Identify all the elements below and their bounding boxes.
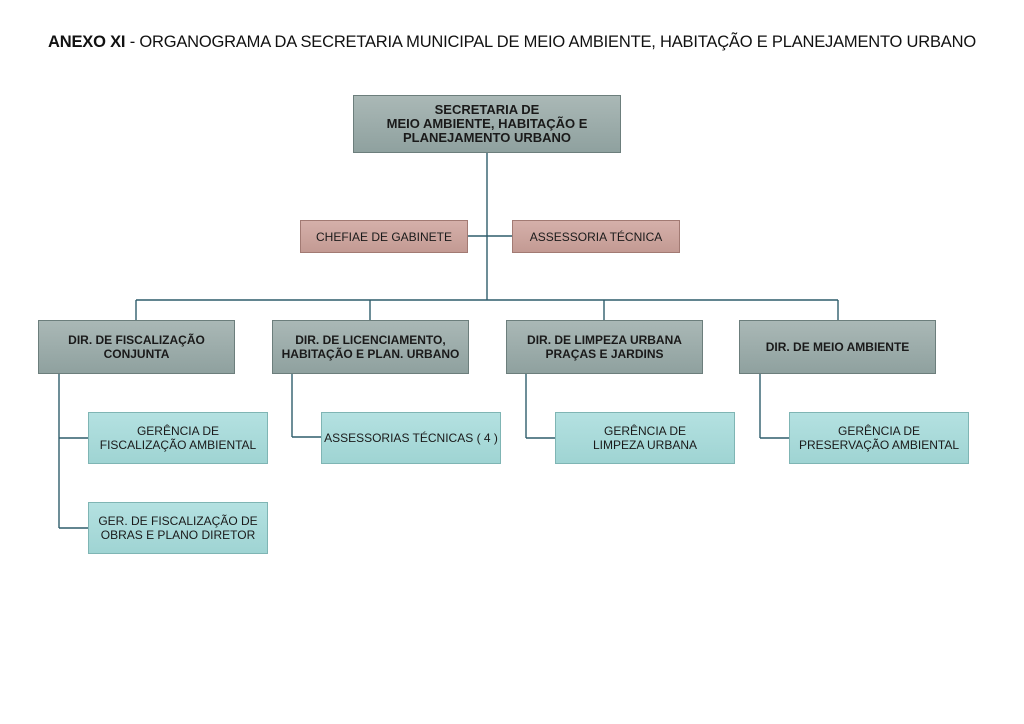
title-text: - ORGANOGRAMA DA SECRETARIA MUNICIPAL DE…: [125, 33, 976, 51]
unit-label: GERÊNCIA DE FISCALIZAÇÃO AMBIENTAL: [99, 424, 257, 452]
directorate-label: DIR. DE LICENCIAMENTO, HABITAÇÃO E PLAN.…: [281, 333, 460, 361]
directorate-label: DIR. DE LIMPEZA URBANA PRAÇAS E JARDINS: [527, 333, 682, 361]
secretaria-label: SECRETARIA DE MEIO AMBIENTE, HABITAÇÃO E…: [386, 102, 588, 145]
directorate-limpeza-box: DIR. DE LIMPEZA URBANA PRAÇAS E JARDINS: [506, 320, 703, 374]
unit-label: ASSESSORIAS TÉCNICAS ( 4 ): [324, 431, 498, 445]
page-title: ANEXO XI - ORGANOGRAMA DA SECRETARIA MUN…: [0, 33, 1024, 52]
secretaria-box: SECRETARIA DE MEIO AMBIENTE, HABITAÇÃO E…: [353, 95, 621, 153]
directorate-fiscalizacao-box: DIR. DE FISCALIZAÇÃO CONJUNTA: [38, 320, 235, 374]
title-annex-number: ANEXO XI: [48, 33, 126, 51]
chefia-gabinete-label: CHEFIAE DE GABINETE: [315, 229, 453, 244]
unit-limpeza-urbana-box: GERÊNCIA DE LIMPEZA URBANA: [555, 412, 735, 464]
unit-label: GER. DE FISCALIZAÇÃO DE OBRAS E PLANO DI…: [98, 514, 258, 542]
directorate-meio-ambiente-box: DIR. DE MEIO AMBIENTE: [739, 320, 936, 374]
chefia-gabinete-box: CHEFIAE DE GABINETE: [300, 220, 468, 253]
directorate-label: DIR. DE MEIO AMBIENTE: [765, 340, 910, 354]
unit-fiscalizacao-obras-box: GER. DE FISCALIZAÇÃO DE OBRAS E PLANO DI…: [88, 502, 268, 554]
unit-assessorias-tecnicas-box: ASSESSORIAS TÉCNICAS ( 4 ): [321, 412, 501, 464]
assessoria-tecnica-label: ASSESSORIA TÉCNICA: [529, 229, 663, 244]
unit-label: GERÊNCIA DE LIMPEZA URBANA: [592, 424, 698, 452]
unit-label: GERÊNCIA DE PRESERVAÇÃO AMBIENTAL: [798, 424, 960, 452]
directorate-licenciamento-box: DIR. DE LICENCIAMENTO, HABITAÇÃO E PLAN.…: [272, 320, 469, 374]
unit-preservacao-ambiental-box: GERÊNCIA DE PRESERVAÇÃO AMBIENTAL: [789, 412, 969, 464]
directorate-label: DIR. DE FISCALIZAÇÃO CONJUNTA: [68, 333, 205, 361]
unit-fiscalizacao-ambiental-box: GERÊNCIA DE FISCALIZAÇÃO AMBIENTAL: [88, 412, 268, 464]
assessoria-tecnica-box: ASSESSORIA TÉCNICA: [512, 220, 680, 253]
